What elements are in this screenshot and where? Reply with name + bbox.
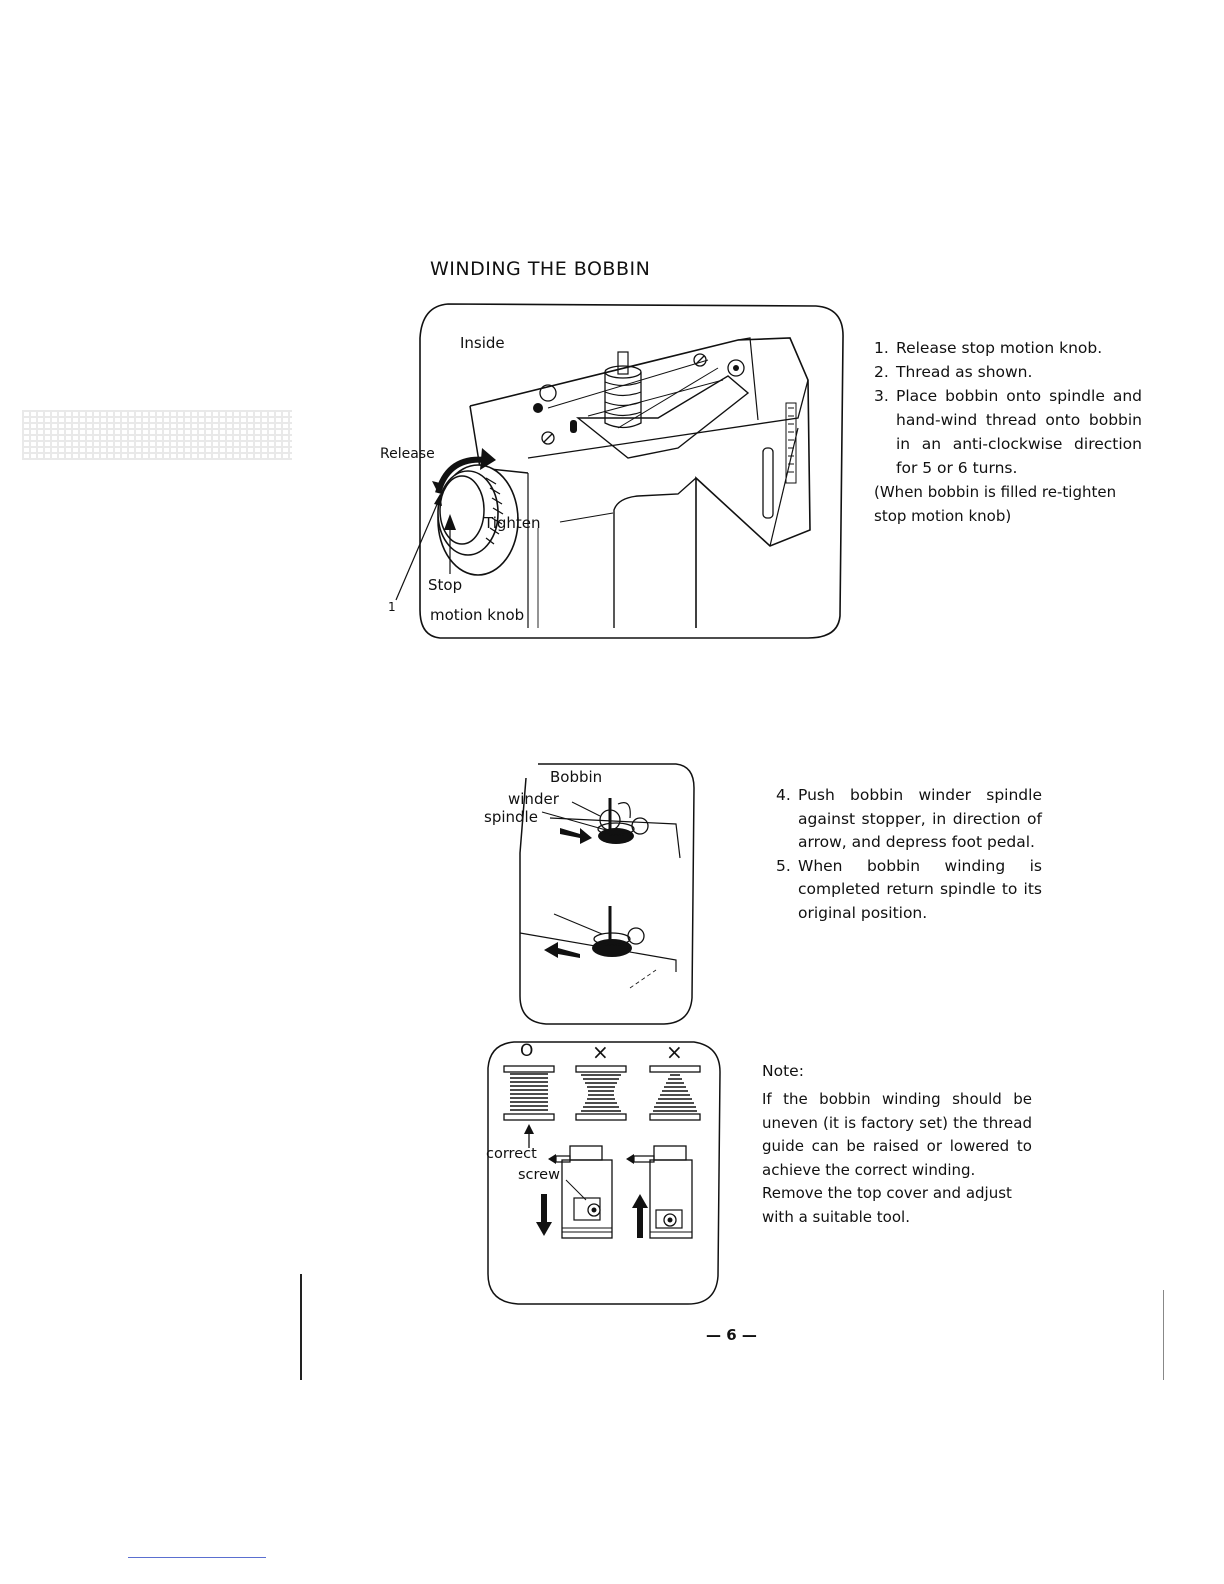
page-title: WINDING THE BOBBIN <box>430 258 651 280</box>
mark-incorrect: × <box>592 1040 609 1064</box>
footer-rule <box>128 1557 266 1558</box>
mark-incorrect: × <box>666 1040 683 1064</box>
step-item: 4.Push bobbin winder spindle against sto… <box>776 786 1042 851</box>
note-title: Note: <box>762 1062 804 1080</box>
scan-edge-line <box>300 1274 302 1380</box>
note-body-2: Remove the top cover and adjust with a s… <box>762 1184 1012 1226</box>
note-body: If the bobbin winding should be uneven (… <box>762 1090 1032 1179</box>
mark-correct: O <box>520 1041 534 1061</box>
callout-number: 1 <box>388 600 396 614</box>
figure-stop-motion-knob: Inside Release Tighten Stop motion knob … <box>378 298 848 643</box>
note-section: Note: If the bobbin winding should be un… <box>762 1062 1034 1229</box>
sewing-machine-illustration <box>395 303 844 639</box>
label-spindle: spindle <box>484 808 538 826</box>
label-inside: Inside <box>460 334 505 352</box>
scan-edge-line <box>1163 1290 1164 1380</box>
step-item: 1.Release stop motion knob. <box>874 339 1103 357</box>
label-tighten: Tighten <box>484 514 541 532</box>
label-bobbin: Bobbin <box>550 768 603 786</box>
label-winder: winder <box>508 790 559 808</box>
figure-thread-guide-adjustment: O × × correct screw <box>484 1038 724 1308</box>
winding-comparison-illustration <box>487 1041 721 1305</box>
step-item: 3.Place bobbin onto spindle and hand-win… <box>874 387 1142 477</box>
label-stop: Stop <box>428 576 463 594</box>
page-number: — 6 — <box>706 1326 757 1344</box>
step-item: 2.Thread as shown. <box>874 363 1033 381</box>
label-release: Release <box>380 446 435 462</box>
label-correct: correct <box>486 1146 537 1162</box>
scan-noise <box>22 410 292 460</box>
bobbin-winder-illustration <box>519 763 695 1025</box>
instructions-steps-4-5: 4.Push bobbin winder spindle against sto… <box>776 784 1042 925</box>
label-screw: screw <box>518 1167 560 1183</box>
label-motion-knob: motion knob <box>430 606 525 624</box>
figure-bobbin-winder: Bobbin winder spindle <box>480 758 700 1028</box>
refill-note: (When bobbin is filled re-tighten stop m… <box>874 483 1117 525</box>
step-item: 5.When bobbin winding is completed retur… <box>776 856 1042 922</box>
instructions-steps-1-3: 1.Release stop motion knob. 2.Thread as … <box>874 336 1144 528</box>
